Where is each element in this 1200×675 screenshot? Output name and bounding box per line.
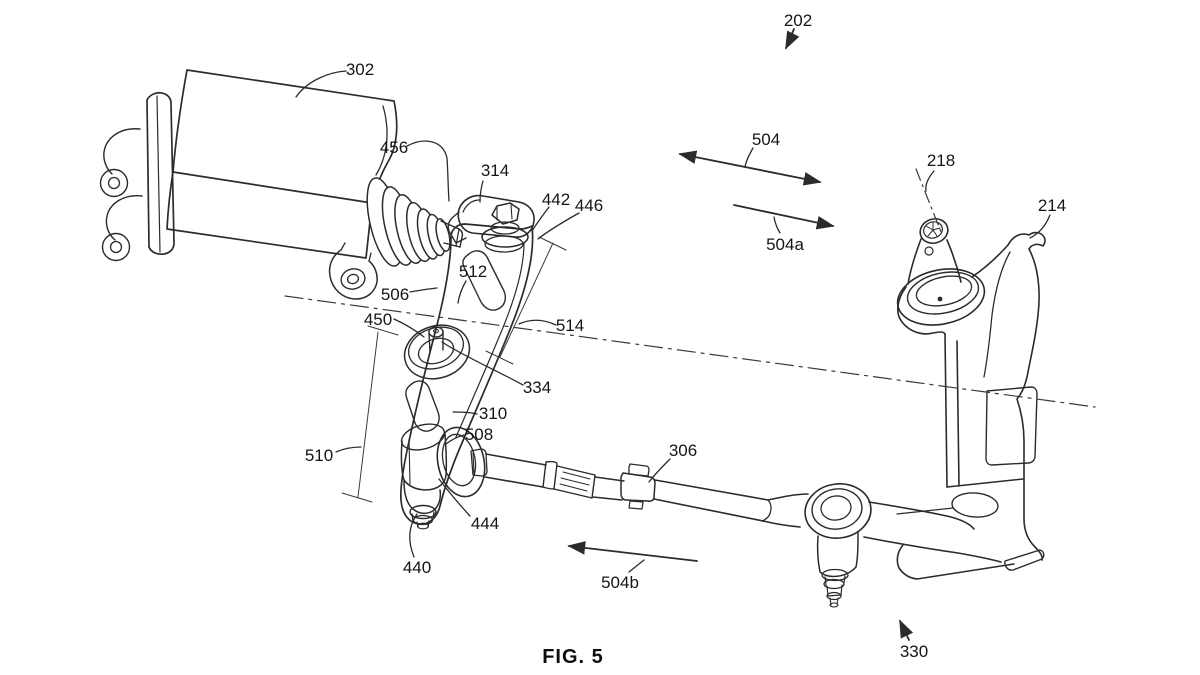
leader-442: [531, 206, 550, 232]
leader-504b: [628, 559, 645, 573]
leader-504a: [773, 216, 781, 234]
axis-line-514: [284, 295, 1096, 408]
ref-label-456: 456: [380, 138, 408, 157]
leader-302: [295, 70, 347, 98]
extent-line-510: [341, 325, 399, 503]
leader-306: [648, 458, 671, 483]
leader-314: [479, 180, 484, 203]
axis-line-218: [915, 168, 942, 233]
leader-440: [409, 513, 418, 558]
ref-label-442: 442: [542, 190, 570, 209]
ref-label-506: 506: [381, 285, 409, 304]
leader-214: [1029, 214, 1051, 239]
leader-334: [441, 341, 524, 386]
leader-310: [452, 411, 478, 415]
arrow-504: [678, 150, 822, 186]
leader-508: [445, 434, 465, 445]
tie-rod-306: [484, 453, 809, 528]
ref-label-214: 214: [1038, 196, 1066, 215]
ref-label-446: 446: [575, 196, 603, 215]
leader-450: [393, 318, 425, 338]
ref-label-444: 444: [471, 514, 499, 533]
ref-label-504: 504: [752, 130, 780, 149]
leader-444: [438, 478, 471, 517]
leader-512: [457, 280, 467, 304]
ref-label-512: 512: [459, 262, 487, 281]
actuator-motor-302: [99, 69, 398, 300]
steering-knuckle-214: [896, 217, 1046, 580]
arrow-330: [899, 619, 914, 641]
reference-labels: 202 302 456 314 442 446 504 504a 218 214…: [305, 11, 1066, 661]
ref-label-218: 218: [927, 151, 955, 170]
ref-label-514: 514: [556, 316, 584, 335]
leader-504: [744, 147, 754, 168]
axis-and-dimension-lines: [284, 168, 1096, 503]
swing-arm-310: [399, 223, 534, 530]
ref-label-302: 302: [346, 60, 374, 79]
ref-label-508: 508: [465, 425, 493, 444]
figure-caption: FIG. 5: [542, 646, 604, 668]
ref-label-310: 310: [479, 404, 507, 423]
ref-label-202: 202: [784, 11, 812, 30]
ref-label-450: 450: [364, 310, 392, 329]
ball-joint-330: [804, 483, 1002, 608]
arrow-202: [785, 28, 800, 50]
ref-label-306: 306: [669, 441, 697, 460]
arrow-504a: [733, 204, 835, 230]
ref-label-510: 510: [305, 446, 333, 465]
ref-label-330: 330: [900, 642, 928, 661]
leader-456: [406, 140, 450, 202]
leader-506: [409, 287, 438, 293]
bellows-boot: [366, 177, 464, 267]
motion-arrows: [567, 28, 914, 641]
arrow-504b: [567, 541, 698, 562]
leader-lines: [295, 70, 1051, 573]
ref-label-334: 334: [523, 378, 551, 397]
leader-218: [925, 170, 935, 192]
ref-label-504b: 504b: [601, 573, 639, 592]
leader-510: [335, 446, 362, 453]
ref-label-440: 440: [403, 558, 431, 577]
leader-514: [518, 319, 557, 326]
leader-446: [537, 212, 580, 240]
ref-label-314: 314: [481, 161, 509, 180]
ref-label-504a: 504a: [766, 235, 804, 254]
extent-line-446: [485, 236, 567, 365]
